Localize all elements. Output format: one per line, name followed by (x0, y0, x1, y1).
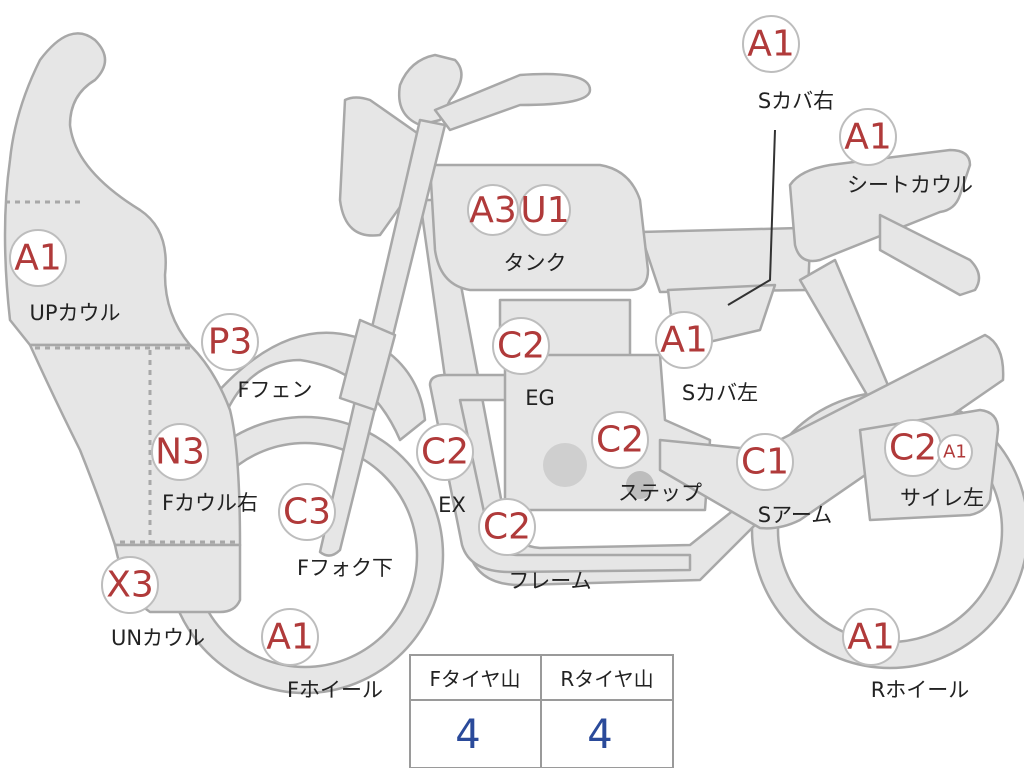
handlebar-bar-shape (433, 72, 592, 132)
front-cowl-right-shape (28, 343, 242, 547)
callout-exhaust: C2 EX (416, 423, 474, 517)
callout-r-wheel: A1 Rホイール (842, 608, 970, 702)
grade-step: C2 (596, 420, 644, 461)
label-f-fender: Fフェン (237, 378, 312, 402)
step-peg-shape (626, 471, 654, 499)
grade-frame: C2 (483, 507, 531, 548)
callout-f-wheel: A1 Fホイール (261, 608, 383, 702)
rear-subframe-shape (798, 258, 892, 402)
label-f-wheel: Fホイール (287, 678, 383, 702)
callout-seat-cowl: A1 シートカウル (839, 108, 973, 197)
front-fork-upper-shape (338, 318, 397, 412)
seat-cowl-shape (788, 148, 972, 263)
grade-f-fork-lower: C3 (283, 492, 331, 533)
label-exhaust: EX (438, 493, 466, 517)
grade-s-cover-left: A1 (660, 320, 708, 361)
callout-swingarm: C1 Sアーム (736, 433, 832, 527)
front-tire-value: 4 (455, 712, 480, 758)
label-seat-cowl: シートカウル (847, 173, 973, 197)
grade-f-fender: P3 (208, 322, 253, 363)
callout-f-fork-lower: C3 Fフォク下 (278, 483, 393, 580)
leader-line-s-cover-right (727, 129, 776, 306)
grade-silencer-left-extra: A1 (943, 442, 967, 463)
callout-un-cowl: X3 UNカウル (101, 556, 205, 650)
label-up-cowl: UPカウル (29, 301, 120, 325)
label-step: ステップ (618, 481, 702, 505)
grade-seat-cowl: A1 (844, 117, 892, 158)
grade-s-cover-right: A1 (747, 24, 795, 65)
label-f-fork-lower: Fフォク下 (297, 556, 393, 580)
callout-step: C2 ステップ (591, 411, 702, 505)
label-silencer-left: サイレ左 (900, 486, 984, 510)
callout-s-cover-right: A1 Sカバ右 (742, 15, 834, 113)
seat-cowl-tail-shape (878, 213, 981, 297)
rear-tire-value: 4 (587, 712, 612, 758)
label-s-cover-right: Sカバ右 (758, 89, 834, 113)
grade-f-wheel: A1 (266, 617, 314, 658)
grade-silencer-left: C2 (889, 428, 937, 469)
grade-exhaust: C2 (421, 432, 469, 473)
grade-swingarm: C1 (741, 442, 789, 483)
tire-tread-table: Fタイヤ山 Rタイヤ山 4 4 (409, 654, 674, 768)
seat-shape (638, 226, 812, 294)
label-f-cowl-right: Fカウル右 (162, 491, 258, 515)
callout-s-cover-left: A1 Sカバ左 (655, 311, 758, 405)
front-tire-header: Fタイヤ山 (430, 667, 521, 691)
grade-r-wheel: A1 (847, 617, 895, 658)
label-frame: フレーム (508, 569, 591, 593)
callout-engine: C2 EG (492, 317, 555, 410)
callout-frame: C2 フレーム (478, 498, 592, 593)
label-un-cowl: UNカウル (111, 626, 205, 650)
label-tank: タンク (504, 251, 567, 275)
callout-up-cowl: A1 UPカウル (9, 229, 121, 325)
grade-f-cowl-right: N3 (155, 432, 205, 473)
grade-up-cowl: A1 (14, 238, 62, 279)
callout-f-fender: P3 Fフェン (201, 313, 313, 402)
grade-un-cowl: X3 (106, 565, 154, 606)
label-s-cover-left: Sカバ左 (682, 381, 758, 405)
callout-f-cowl-right: N3 Fカウル右 (151, 423, 258, 515)
engine-cover-shape (543, 443, 587, 487)
label-r-wheel: Rホイール (871, 678, 970, 702)
grade-engine: C2 (497, 326, 545, 367)
callout-silencer-left: C2 A1 サイレ左 (884, 419, 984, 510)
label-engine: EG (525, 386, 555, 410)
rear-tire-header: Rタイヤ山 (560, 667, 653, 691)
upper-cowl-shape (3, 32, 192, 347)
label-swingarm: Sアーム (758, 503, 832, 527)
